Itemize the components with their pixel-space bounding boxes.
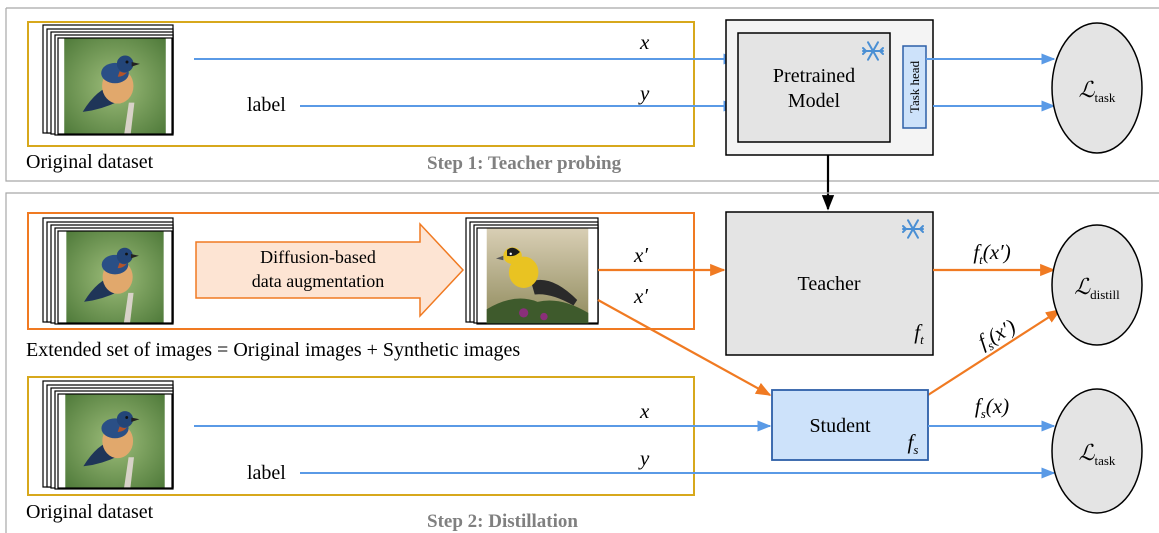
loss-task-label-step2: ℒtask <box>1079 440 1116 468</box>
arrow-xprime-to-student <box>597 299 772 396</box>
step1-dataset-label: Original dataset <box>26 151 154 173</box>
loss-distill-label: ℒdistill <box>1074 274 1120 302</box>
step1-label-text: label <box>247 94 286 116</box>
teacher-label: Teacher <box>798 273 861 295</box>
step2-original-image-stack <box>42 217 174 325</box>
step1-dataset-box <box>27 21 695 147</box>
augmentation-arrow <box>195 222 465 318</box>
extended-set-label: Extended set of images = Original images… <box>26 339 520 361</box>
student-task-output-label: fs(x) <box>975 394 1009 421</box>
step1-panel-border <box>5 8 1159 182</box>
step2-dataset-label: Original dataset <box>26 501 154 523</box>
step2-input-y: y <box>638 446 650 470</box>
augmentation-label-line1: Diffusion-based <box>260 247 376 267</box>
teacher-symbol: ft <box>914 320 924 347</box>
step2-label-text: label <box>247 462 286 484</box>
step2-input-x: x <box>639 399 650 423</box>
step1-image-stack <box>42 24 174 136</box>
bird-image-icon <box>65 394 165 488</box>
snowflake-icon <box>862 41 884 61</box>
pretrained-model-label-line1: Pretrained <box>773 65 855 87</box>
bird-image-icon <box>64 38 166 134</box>
step2-panel-border <box>5 192 1159 533</box>
input-x-prime-teacher: x′ <box>633 243 648 267</box>
student-symbol: fs <box>908 430 919 457</box>
pretrained-model-box <box>737 32 891 143</box>
bird-image-icon <box>486 228 589 324</box>
step2-step-label: Step 2: Distillation <box>427 511 578 532</box>
step1-input-x: x <box>639 30 650 54</box>
loss-distill-node <box>1051 224 1143 346</box>
student-box <box>771 389 929 461</box>
teacher-output-label: ft(x′) <box>973 240 1010 267</box>
teacher-box <box>725 211 934 356</box>
loss-task-node-step2 <box>1051 388 1143 514</box>
input-x-prime-student: x′ <box>633 284 648 308</box>
student-label: Student <box>809 415 871 437</box>
task-head-box <box>902 45 927 129</box>
augmentation-label-line2: data augmentation <box>252 271 384 291</box>
step2-dataset-image-stack <box>42 380 174 490</box>
pretrained-model-label-line2: Model <box>788 90 841 112</box>
arrow-student-to-distill <box>927 309 1062 396</box>
loss-task-label-step1: ℒtask <box>1079 77 1116 105</box>
synthetic-image-stack <box>465 217 599 325</box>
step1-input-y: y <box>638 81 650 105</box>
loss-task-node-step1 <box>1051 22 1143 154</box>
bird-image-icon <box>66 231 164 323</box>
step2-dataset-box <box>27 376 695 496</box>
task-head-label: Task head <box>907 60 922 113</box>
snowflake-icon <box>902 219 924 239</box>
step1-step-label: Step 1: Teacher probing <box>427 153 622 174</box>
